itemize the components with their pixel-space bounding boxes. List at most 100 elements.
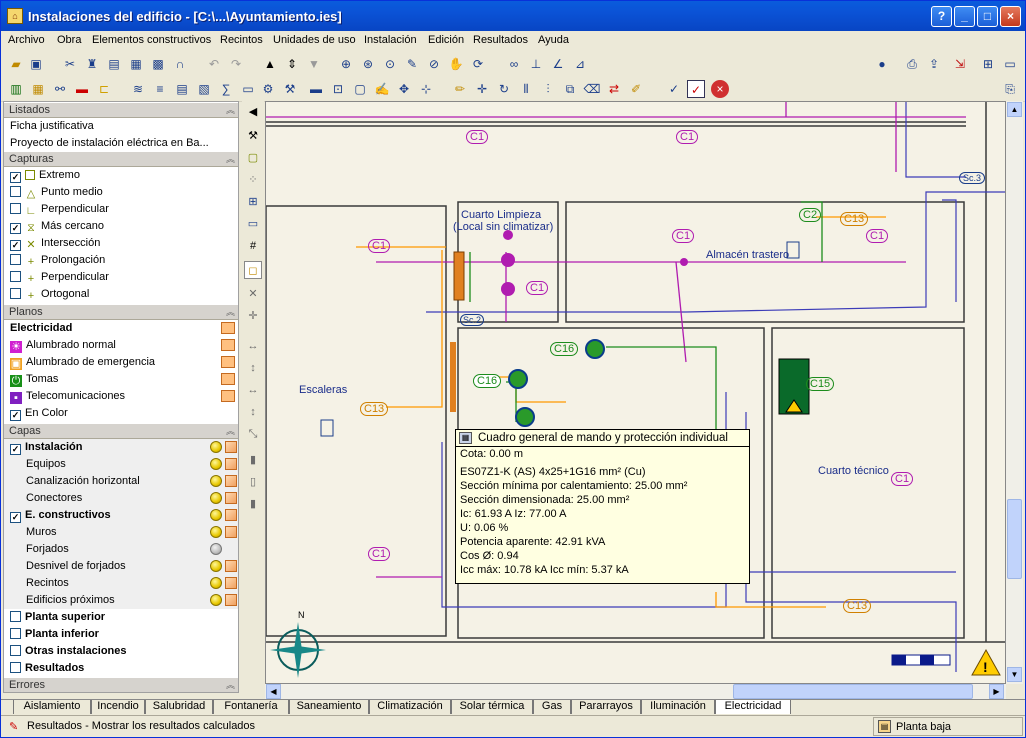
checkbox[interactable]: ✓ (10, 444, 21, 455)
circuit-tag-c1[interactable]: C1 (866, 229, 889, 243)
hatch-icon[interactable]: ▧ (198, 82, 210, 96)
cross-icon[interactable]: ✕ (248, 288, 258, 300)
visibility-bulb-icon[interactable] (210, 577, 222, 589)
diagonal-icon[interactable]: ⤡ (248, 428, 258, 440)
checkbox[interactable] (10, 645, 21, 656)
arrow-h-icon[interactable]: ↔ (247, 340, 259, 352)
wall-icon[interactable]: ▤ (176, 82, 188, 96)
subcircuit-tag-sc2[interactable]: Sc.2 (460, 314, 485, 326)
capture-interseccion[interactable]: ✓✕Intersección (4, 235, 238, 252)
circuit-tag-c13[interactable]: C13 (360, 402, 389, 416)
measure-icon[interactable]: ⊥ (530, 57, 542, 71)
circuit-tag-c1[interactable]: C1 (368, 239, 391, 253)
layer-planta-superior[interactable]: Planta superior (4, 609, 238, 626)
snap-grid-icon[interactable]: ⊞ (248, 196, 258, 208)
binoculars-icon[interactable]: ∞ (509, 57, 519, 71)
save-icon[interactable]: ▣ (30, 57, 42, 71)
switchboard[interactable] (453, 251, 465, 301)
circuit-tag-c16[interactable]: C16 (473, 374, 502, 388)
scroll-down-icon[interactable]: ▼ (1007, 667, 1022, 682)
plan-icon[interactable] (221, 373, 235, 385)
capture-punto-medio[interactable]: △Punto medio (4, 184, 238, 201)
erase-icon[interactable]: ⌫ (583, 82, 601, 96)
layer-e-constructivos[interactable]: ✓E. constructivos (4, 507, 238, 524)
visibility-bulb-icon[interactable] (210, 509, 222, 521)
capture-mas-cercano[interactable]: ✓⧖Más cercano (4, 218, 238, 235)
layer-conectores[interactable]: Conectores (4, 490, 238, 507)
circuit-tag-c1[interactable]: C1 (891, 472, 914, 486)
title-bar[interactable]: ⌂ Instalaciones del edificio - [C:\...\A… (1, 1, 1025, 31)
circuit-tag-c1[interactable]: C1 (672, 229, 695, 243)
scroll-left-icon[interactable]: ◀ (266, 684, 281, 699)
checkbox[interactable]: ✓ (10, 172, 21, 183)
tab-iluminacion[interactable]: Iluminación (641, 700, 715, 714)
wire-icon[interactable]: ⊏ (98, 82, 110, 96)
note-icon[interactable]: ✍ (374, 82, 390, 96)
section-capturas[interactable]: Capturas ︽ (4, 151, 238, 167)
mirror-icon[interactable]: ⫴ (523, 82, 529, 96)
menu-recintos[interactable]: Recintos (220, 34, 263, 46)
tab-gas[interactable]: Gas (533, 700, 571, 714)
tab-aislamiento[interactable]: Aislamiento (13, 700, 91, 714)
circuit-tag-c1[interactable]: C1 (526, 281, 549, 295)
swap-icon[interactable]: ⇄ (608, 82, 620, 96)
checkbox[interactable]: ✓ (10, 240, 21, 251)
menu-elementos-constructivos[interactable]: Elementos constructivos (92, 34, 212, 46)
ruler-icon[interactable]: ▭ (242, 82, 254, 96)
layer-cube-icon[interactable] (225, 492, 237, 504)
listado-ficha[interactable]: Ficha justificativa (10, 120, 94, 132)
collapse-icon[interactable]: ︽ (225, 426, 235, 436)
align-icon[interactable]: ⫶ (546, 82, 550, 96)
menu-archivo[interactable]: Archivo (8, 34, 45, 46)
layer-cube-icon[interactable] (225, 509, 237, 521)
zoom-in-icon[interactable]: ⊙ (384, 57, 396, 71)
tab-salubridad[interactable]: Salubridad (145, 700, 213, 714)
circuit-tag-c1[interactable]: C1 (368, 547, 391, 561)
import-icon[interactable]: ⇲ (954, 57, 966, 71)
collapse-icon[interactable]: ︽ (225, 307, 235, 317)
plan-icon[interactable] (221, 322, 235, 334)
scroll-thumb[interactable] (1007, 499, 1022, 579)
layer-instalacion[interactable]: ✓Instalación (4, 439, 238, 456)
zoom-window-icon[interactable]: ⊕ (340, 57, 352, 71)
checkbox[interactable]: ✓ (10, 410, 21, 421)
outlet-icon[interactable]: ⊡ (332, 82, 344, 96)
zoom-out-icon[interactable]: ⊘ (428, 57, 440, 71)
stop-icon[interactable]: × (711, 80, 729, 98)
circuit-tag-c2[interactable]: C2 (799, 208, 822, 222)
calc-icon[interactable]: ∑ (221, 82, 231, 96)
scroll-right-icon[interactable]: ▶ (989, 684, 1004, 699)
comment-icon[interactable]: ◻ (244, 261, 262, 279)
dotted-snap-icon[interactable]: ⁘ (248, 174, 258, 186)
report-icon[interactable]: ▦ (130, 57, 142, 71)
circuit-tag-c15[interactable]: C15 (806, 377, 835, 391)
visibility-bulb-icon[interactable] (210, 441, 222, 453)
zoom-extent-icon[interactable]: ⊛ (362, 57, 374, 71)
checkbox[interactable] (10, 271, 21, 282)
move-icon[interactable]: ✛ (476, 82, 488, 96)
copy-icon[interactable]: ⧉ (565, 82, 575, 96)
section-capas[interactable]: Capas ︽ (4, 423, 238, 439)
tab-incendio[interactable]: Incendio (91, 700, 145, 714)
edit-icon[interactable]: ✐ (630, 82, 642, 96)
circuit-tag-c1[interactable]: C1 (466, 130, 489, 144)
layer-planta-inferior[interactable]: Planta inferior (4, 626, 238, 643)
layer-cube-icon[interactable] (225, 441, 237, 453)
menu-ayuda[interactable]: Ayuda (538, 34, 569, 46)
magnet-icon[interactable]: ∩ (175, 57, 185, 71)
floor-up-icon[interactable]: ▲ (264, 57, 276, 71)
arrow-h2-icon[interactable]: ↔ (247, 384, 259, 396)
menu-edicion[interactable]: Edición (428, 34, 465, 46)
layer-cube-icon[interactable] (225, 475, 237, 487)
circuit-tag-c13[interactable]: C13 (843, 599, 872, 613)
globe-icon[interactable]: ● (878, 57, 886, 71)
export-dwg-icon[interactable]: ⎘ (1005, 82, 1015, 96)
stairs-icon[interactable]: ≋ (132, 82, 144, 96)
layer-cube-icon[interactable] (225, 594, 237, 606)
tab-electricidad[interactable]: Electricidad (715, 700, 791, 714)
layers-icon[interactable]: ≡ (156, 82, 164, 96)
rotate-icon[interactable]: ↻ (498, 82, 510, 96)
maximize-button[interactable]: □ (977, 6, 998, 27)
print-icon[interactable]: ⎙ (907, 57, 917, 71)
checkbox[interactable]: ✓ (10, 512, 21, 523)
